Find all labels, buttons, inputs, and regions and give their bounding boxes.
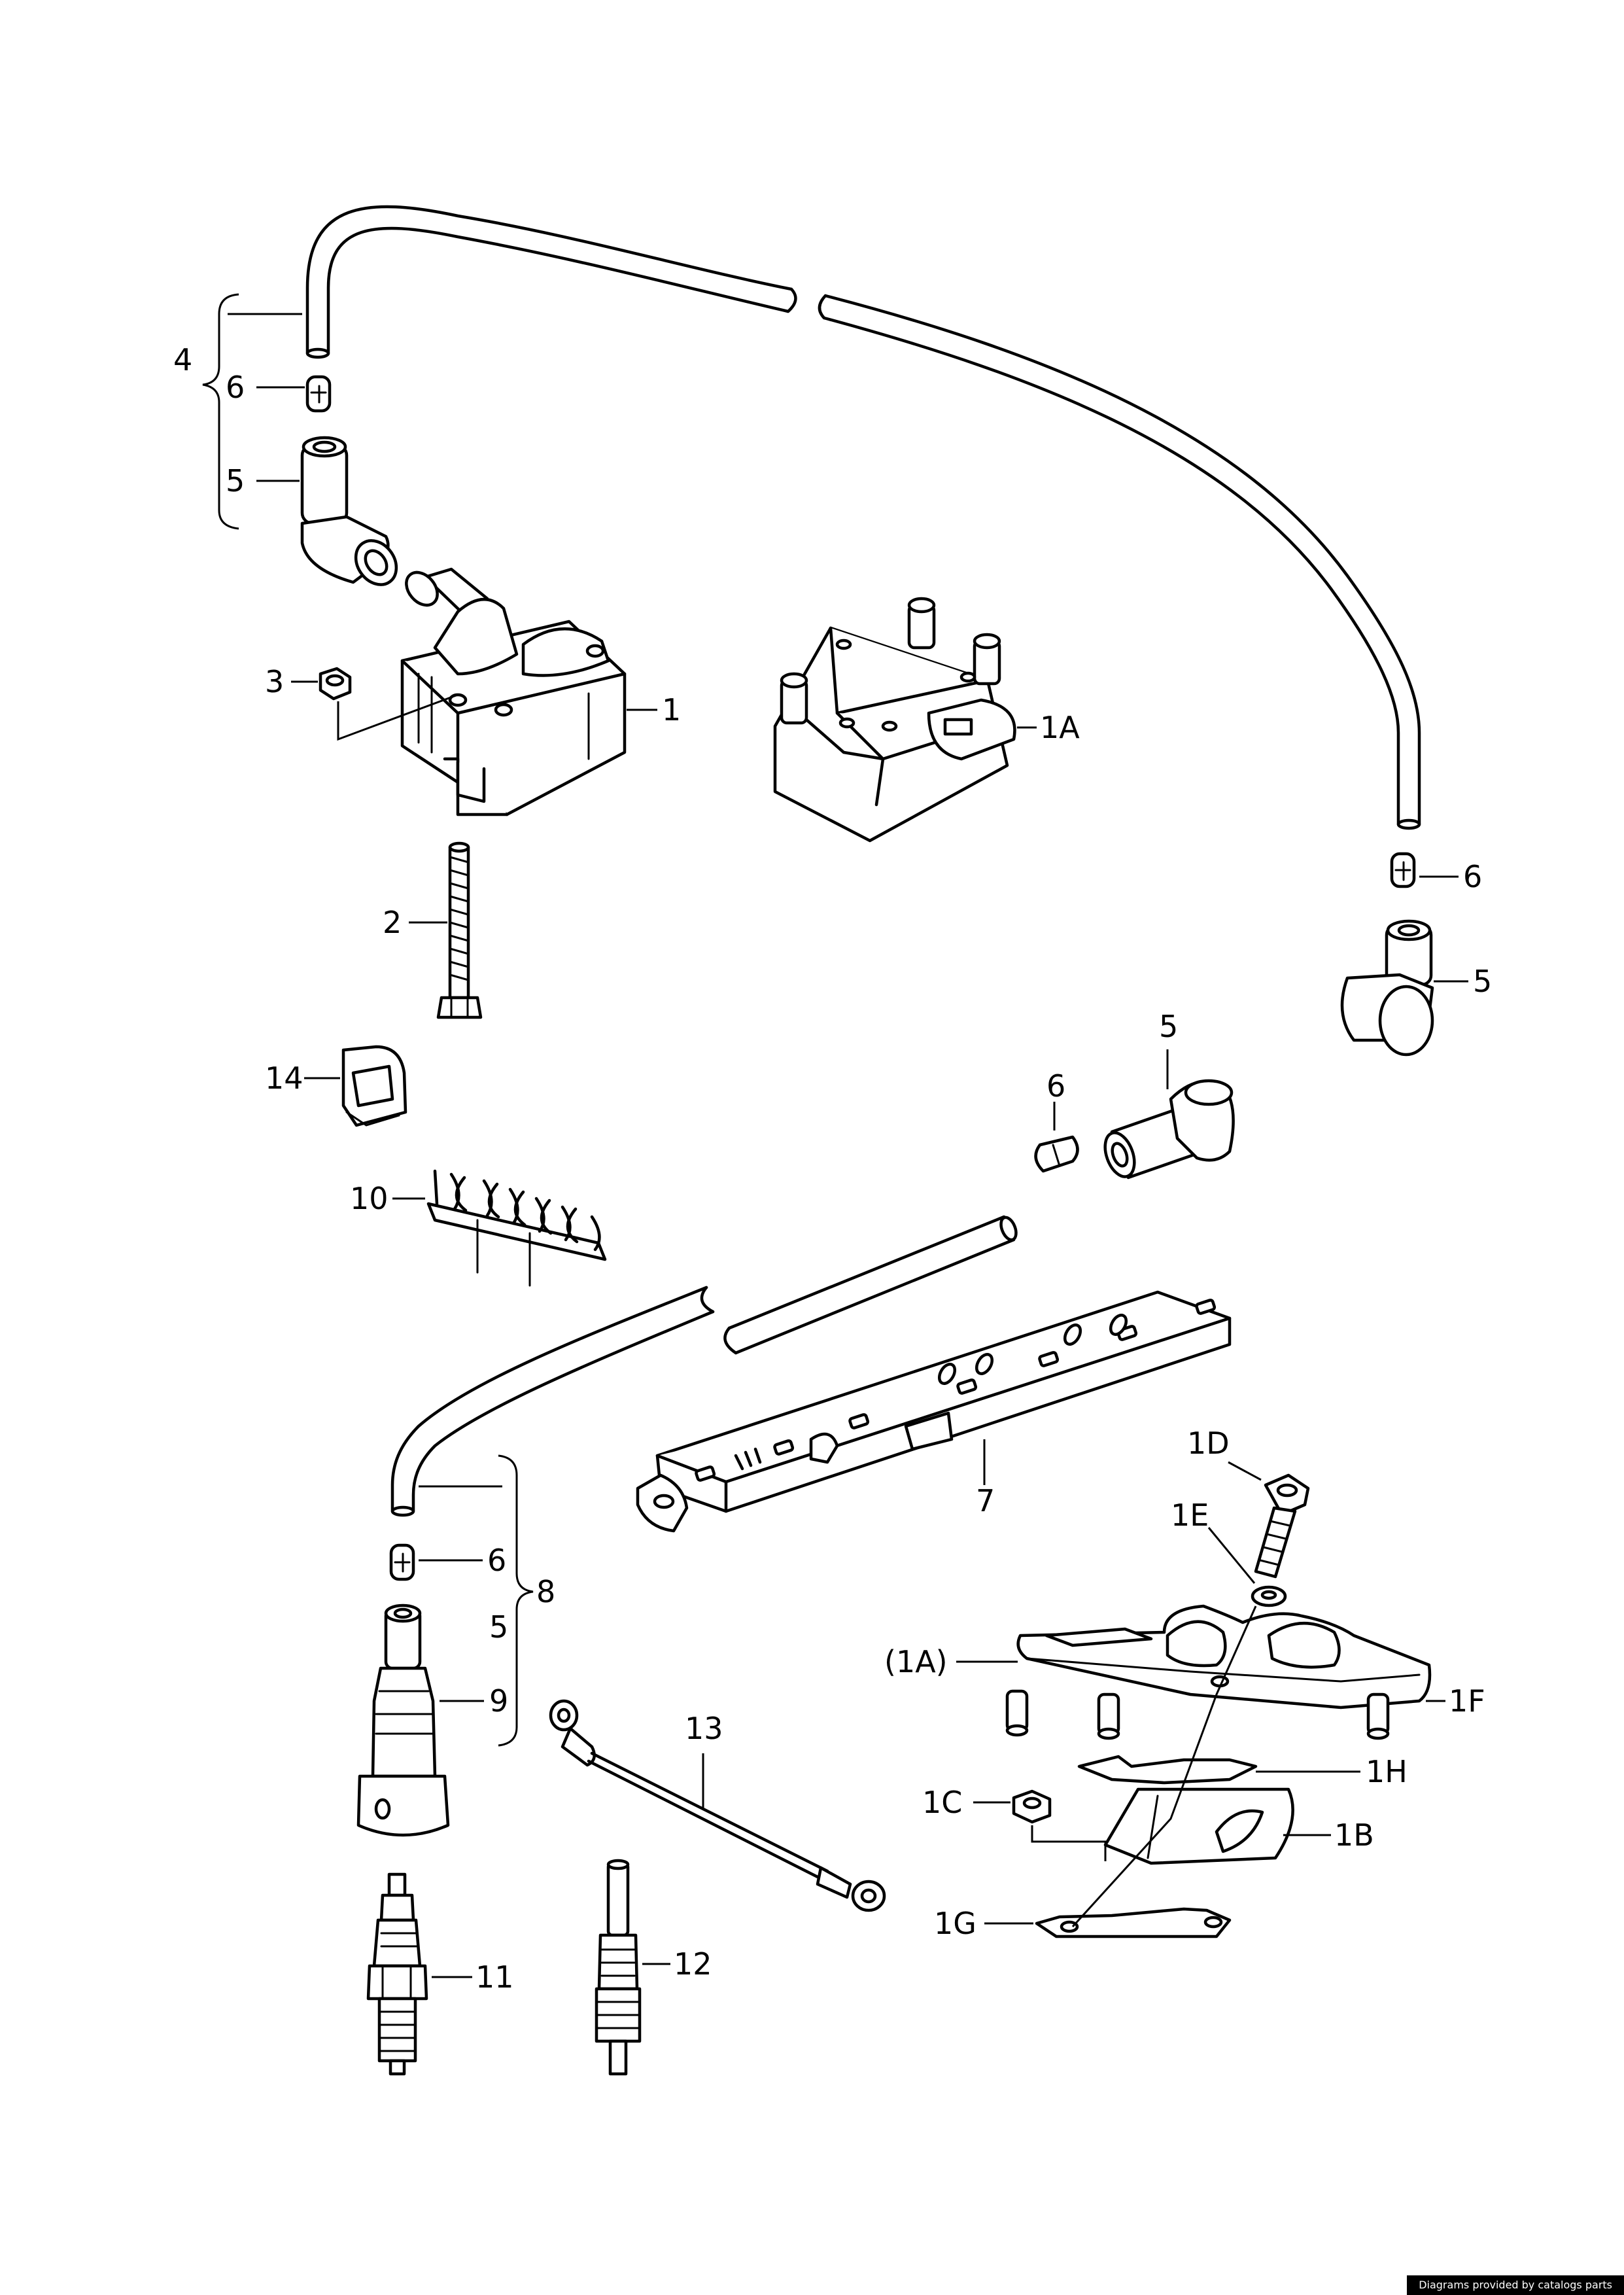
callout-12: 12 [674,1946,712,1982]
callout-3: 3 [265,664,284,699]
heat-shield-1B: 1B [1103,1787,1374,1865]
spark-plug-11: 11 [366,1872,514,2076]
callout-1C: 1C [922,1785,962,1820]
assembly-axis [1071,1605,1257,1928]
plate-1G: 1G [934,1906,1232,1941]
callout-14: 14 [265,1060,303,1096]
callout-2: 2 [383,905,402,940]
plate-1H: 1H [1077,1754,1408,1789]
callout-4: 4 [173,342,192,377]
top-ignition-lead [305,205,1421,830]
callout-1G: 1G [934,1906,976,1941]
clip-6-lower-lead: 6 [1034,1068,1079,1173]
callout-1F: 1F [1449,1683,1485,1719]
callout-6-mid: 6 [1046,1068,1065,1104]
callout-9: 9 [489,1683,508,1719]
coil-bracket-1A: (1A) 1F [884,1604,1485,1740]
callout-6-lower: 6 [487,1543,506,1578]
callout-1H: 1H [1366,1754,1408,1789]
glow-plug-12: 12 [595,1859,712,2076]
connector-5-lower-lead: 5 [1103,1009,1235,1180]
nut-3: 3 [265,664,458,741]
ignition-coil-block-1A: 1A [773,597,1080,843]
connector-5-right: 5 [1340,919,1492,1057]
callout-8: 8 [536,1574,555,1609]
earth-strap-13: 13 [549,1699,886,1912]
callout-11: 11 [475,1959,514,1995]
bracket-8: 8 5 [419,1454,555,1747]
callout-5-lower: 5 [489,1609,508,1645]
bolt-2: 2 [383,841,483,1019]
callout-5-top: 5 [226,463,245,499]
lead-holder-10: 10 [350,1169,607,1287]
bolt-1D: 1D [1187,1426,1310,1579]
callout-13: 13 [685,1711,723,1746]
callout-1E: 1E [1171,1498,1209,1533]
nut-1C: 1C [922,1785,1107,1861]
callout-1A: 1A [1040,710,1080,745]
clip-6-right: 6 [1390,852,1482,894]
ignition-coil-1: 1 [400,567,681,816]
clip-14: 14 [265,1045,407,1127]
clip-6-lower: 6 [389,1543,506,1581]
callout-10: 10 [350,1181,389,1216]
callout-1D: 1D [1187,1426,1230,1461]
lower-ignition-lead [390,1215,1018,1517]
washer-1E: 1E [1171,1498,1287,1607]
connector-5-top: 5 [226,436,398,586]
clip-6-top: 6 [226,370,332,413]
connector-9: 9 [356,1603,508,1837]
callout-6-top: 6 [226,370,245,405]
wiring-bar-7: 7 [636,1290,1232,1533]
callout-1B: 1B [1334,1817,1374,1853]
diagram-credit: Diagrams provided by catalogs parts [1407,2275,1624,2295]
callout-5-right: 5 [1473,964,1492,999]
callout-1: 1 [662,692,681,727]
callout-5-mid: 5 [1159,1009,1178,1044]
bracket-4: 4 [173,293,302,530]
callout-7: 7 [976,1483,995,1518]
callout-1A-paren: (1A) [884,1644,948,1679]
callout-6-right: 6 [1463,859,1482,894]
